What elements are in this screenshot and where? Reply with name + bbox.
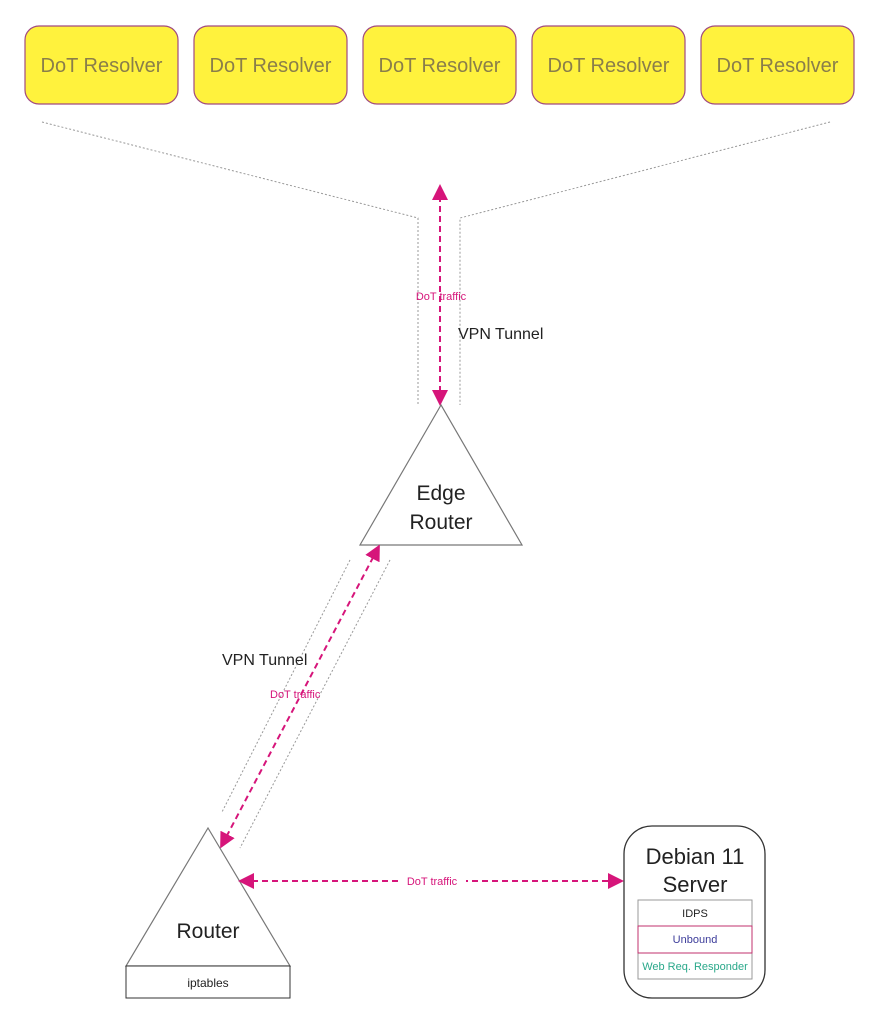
- unbound-label: Unbound: [673, 934, 718, 946]
- vpn-tunnel-label-mid: VPN Tunnel: [222, 652, 307, 669]
- idps-module: [637, 899, 753, 927]
- dot-traffic-label-mid: DoT traffic: [270, 689, 321, 701]
- server-label-2: Server: [663, 872, 728, 897]
- dot-resolver-node: [362, 25, 517, 105]
- dot-resolver-label: DoT Resolver: [210, 55, 332, 77]
- vpn-tunnel-label-top: VPN Tunnel: [458, 326, 543, 343]
- dot-resolver-node: [193, 25, 348, 105]
- dot-resolver-label: DoT Resolver: [41, 55, 163, 77]
- web-req-responder-module: [637, 952, 753, 980]
- vpn-tunnel-mid: [221, 559, 391, 849]
- web-req-responder-label: Web Req. Responder: [642, 961, 748, 973]
- dot-resolver-node: [531, 25, 686, 105]
- vpn-tunnel-top: [41, 121, 831, 405]
- iptables-label: iptables: [187, 976, 228, 990]
- router-node: [124, 826, 292, 967]
- dot-traffic-label-bottom: DoT traffic: [407, 876, 458, 888]
- edge-router-label-2: Router: [409, 511, 472, 534]
- dot-resolver-label: DoT Resolver: [548, 55, 670, 77]
- dot-traffic-label-top: DoT traffic: [416, 291, 467, 303]
- idps-label: IDPS: [682, 908, 708, 920]
- unbound-module: [637, 925, 753, 954]
- server-label-1: Debian 11: [646, 844, 745, 869]
- edge-router-label-1: Edge: [416, 482, 465, 505]
- dot-resolver-label: DoT Resolver: [379, 55, 501, 77]
- dot-resolver-node: [24, 25, 179, 105]
- router-label: Router: [176, 920, 239, 943]
- iptables-box: [125, 965, 291, 999]
- edge-router-node: [358, 403, 524, 546]
- dot-traffic-arrow-mid: [220, 544, 380, 849]
- dot-resolver-node: [700, 25, 855, 105]
- dot-resolver-label: DoT Resolver: [717, 55, 839, 77]
